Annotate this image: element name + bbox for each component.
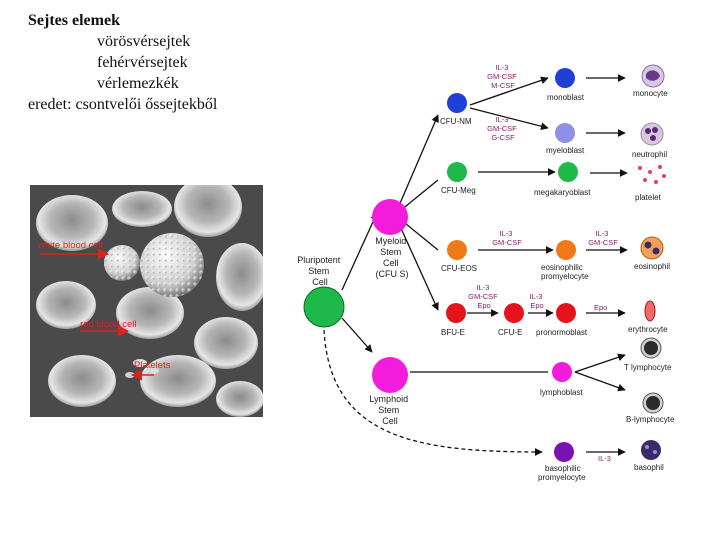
platelet-cells xyxy=(638,165,666,184)
myeloblast-label: myeloblast xyxy=(546,146,585,155)
eosinophil-label: eosinophil xyxy=(634,262,670,271)
eosinophilic-promyelocyte-label: eosinophilic promyelocyte xyxy=(541,263,589,281)
lymphoid-stem-cell xyxy=(372,357,408,393)
pluripotent-stem-cell-label: Pluripotent Stem Cell xyxy=(297,255,343,287)
neutrophil-cell xyxy=(640,122,664,146)
erythrocyte-cell xyxy=(644,300,656,322)
lymphoblast-label: lymphoblast xyxy=(540,388,583,397)
lymphoid-stem-cell-label: Lymphoid Stem Cell xyxy=(369,394,410,426)
bfu-e-cell xyxy=(446,303,466,323)
myeloid-stem-cell-label: Myeloid Stem Cell (CFU S) xyxy=(375,236,409,279)
cfu-eos-label: CFU-EOS xyxy=(441,264,477,273)
erythrocyte-label: erythrocyte xyxy=(628,325,668,334)
heading-line-wbc: fehérvérsejtek xyxy=(97,54,188,71)
pronormoblast-label: pronormoblast xyxy=(536,328,588,337)
cfu-nm-label: CFU-NM xyxy=(440,117,472,126)
rbc-label: red blood cell xyxy=(80,319,137,330)
cfu-eos-cell xyxy=(447,240,467,260)
cytokines-cfu-e: IL-3 Epo xyxy=(529,292,544,310)
monocyte-label: monocyte xyxy=(633,89,668,98)
cytokines-erythrocyte: Epo xyxy=(594,303,607,312)
heading-block: Sejtes elemek vörösvérsejtek fehérvérsej… xyxy=(28,10,217,115)
bfu-e-label: BFU-E xyxy=(441,328,465,337)
platelet-label: platelet xyxy=(635,193,662,202)
b-lymphocyte-label: B-lymphocyte xyxy=(626,415,675,424)
heading-origin: eredet: csontvelői őssejtekből xyxy=(28,96,218,113)
platelets-label: Platelets xyxy=(134,360,171,371)
basophilic-promyelocyte-label: basophilic promyelocyte xyxy=(538,464,586,482)
red-blood-cells xyxy=(36,185,263,417)
basophil-label: basophil xyxy=(634,463,664,472)
t-lymphocyte-cell xyxy=(640,337,662,359)
heading-line-platelets: vérlemezkék xyxy=(97,75,179,92)
cfu-meg-cell xyxy=(447,162,467,182)
basophil-cell xyxy=(641,440,661,460)
t-lymphocyte-label: T lymphocyte xyxy=(624,363,672,372)
eosinophilic-promyelocyte-cell xyxy=(556,240,576,260)
heading-title: Sejtes elemek xyxy=(28,12,120,29)
megakaryoblast-cell xyxy=(558,162,578,182)
cfu-e-cell xyxy=(504,303,524,323)
cytokines-monoblast: IL-3 GM-CSF M-CSF xyxy=(487,63,519,90)
pronormoblast-cell xyxy=(556,303,576,323)
monocyte-cell xyxy=(641,64,665,88)
megakaryoblast-label: megakaryoblast xyxy=(534,188,591,197)
cytokines-basophil: IL-3 xyxy=(598,454,611,463)
white-blood-cell xyxy=(104,233,204,297)
cytokines-eosinophil: IL-3 GM-CSF xyxy=(588,229,618,247)
monoblast-cell xyxy=(555,68,575,88)
heading-line-rbc: vörösvérsejtek xyxy=(97,33,191,50)
myeloid-stem-cell xyxy=(372,199,408,235)
lymphoblast-cell xyxy=(552,362,572,382)
cytokines-myeloblast: IL-3 GM-CSF G-CSF xyxy=(487,115,519,142)
cfu-nm-cell xyxy=(447,93,467,113)
monoblast-label: monoblast xyxy=(547,93,585,102)
basophilic-promyelocyte-cell xyxy=(554,442,574,462)
eosinophil-cell xyxy=(640,236,664,260)
neutrophil-label: neutrophil xyxy=(632,150,667,159)
blood-cells-micrograph: white blood cell red blood cell Platelet… xyxy=(30,185,263,417)
cfu-e-label: CFU-E xyxy=(498,328,522,337)
cfu-meg-label: CFU-Meg xyxy=(441,186,476,195)
cytokines-eos-progenitor: IL-3 GM-CSF xyxy=(492,229,522,247)
pluripotent-stem-cell xyxy=(303,286,345,328)
cytokines-bfu-e: IL-3 GM-CSF Epo xyxy=(468,283,500,310)
myeloblast-cell xyxy=(555,123,575,143)
b-lymphocyte-cell xyxy=(642,392,664,414)
wbc-label: white blood cell xyxy=(37,240,103,251)
